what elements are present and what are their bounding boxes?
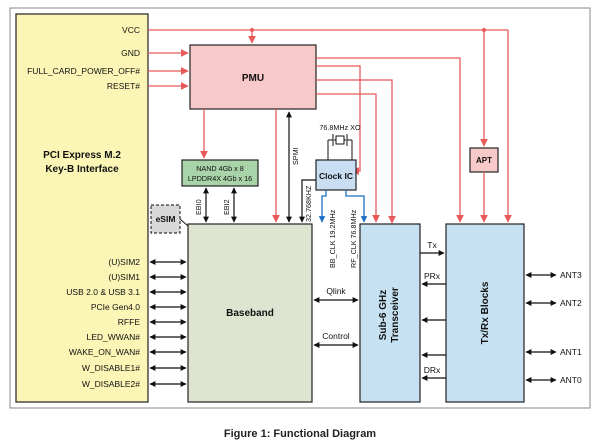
gnd-label: GND bbox=[121, 48, 140, 58]
drx-label: DRx bbox=[424, 365, 441, 375]
transceiver-title-line2: Transceiver bbox=[390, 287, 401, 343]
vcc-junction-pmu bbox=[250, 28, 254, 32]
nand-lpddr-block bbox=[181, 159, 259, 187]
host-signal-label: USB 2.0 & USB 3.1 bbox=[66, 287, 140, 297]
functional-diagram: PCI Express M.2 Key-B Interface VCC GND … bbox=[9, 7, 591, 409]
baseband-block bbox=[187, 223, 313, 403]
ebi0-label: EBI0 bbox=[194, 199, 203, 215]
full-card-power-off-label: FULL_CARD_POWER_OFF# bbox=[27, 66, 140, 76]
pci-interface-title-line2: Key-B Interface bbox=[45, 164, 119, 175]
esim-to-baseband-line bbox=[179, 218, 189, 227]
crystal-icon bbox=[327, 134, 353, 160]
xo-label: 76.8MHz XO bbox=[319, 123, 361, 132]
qlink-label: Qlink bbox=[326, 286, 346, 296]
figure-caption: Figure 1: Functional Diagram bbox=[223, 428, 377, 440]
host-signal-label: W_DISABLE1# bbox=[82, 363, 140, 373]
host-signal-label: LED_WWAN# bbox=[86, 332, 140, 342]
control-label: Control bbox=[322, 331, 350, 341]
lpddr-label: LPDDR4X 4Gb x 16 bbox=[188, 174, 252, 183]
apt-title: APT bbox=[476, 156, 492, 165]
txrx-title: Tx/Rx Blocks bbox=[480, 281, 491, 344]
baseband-title: Baseband bbox=[226, 308, 274, 319]
transceiver-title-line1: Sub-6 GHz bbox=[378, 290, 389, 341]
tx-label: Tx bbox=[427, 240, 437, 250]
host-signal-label: PCIe Gen4.0 bbox=[91, 302, 140, 312]
pmu-to-txrx-line bbox=[316, 93, 380, 223]
clock-ic-title: Clock IC bbox=[319, 171, 353, 181]
prx-label: PRx bbox=[424, 271, 441, 281]
txrx-block bbox=[445, 223, 525, 403]
antenna-label: ANT3 bbox=[560, 270, 582, 280]
vcc-label: VCC bbox=[122, 25, 140, 35]
diagram-frame bbox=[9, 7, 591, 409]
bb-clk-line bbox=[318, 190, 327, 223]
antenna-label: ANT2 bbox=[560, 298, 582, 308]
vcc-junction-apt bbox=[482, 28, 486, 32]
pmu-to-txrx-line-2 bbox=[316, 57, 464, 223]
rf-clk-line bbox=[345, 190, 368, 223]
esim-title: eSIM bbox=[156, 214, 176, 224]
reset-label: RESET# bbox=[107, 81, 140, 91]
host-signal-label: (U)SIM2 bbox=[108, 257, 140, 267]
rf-clk-label: RF_CLK 76.8MHz bbox=[349, 209, 358, 268]
esim-block bbox=[150, 204, 181, 234]
antenna-label: ANT0 bbox=[560, 375, 582, 385]
host-signal-label: (U)SIM1 bbox=[108, 272, 140, 282]
host-signal-label: WAKE_ON_WAN# bbox=[69, 347, 140, 357]
pmu-to-clock-line bbox=[316, 65, 361, 175]
transceiver-block bbox=[359, 223, 421, 403]
spmi-label: SPMI bbox=[291, 147, 300, 165]
nand-label: NAND 4Gb x 8 bbox=[196, 164, 244, 173]
clock-ic-block bbox=[315, 159, 357, 191]
khz-label: 32.768KHZ bbox=[304, 185, 313, 222]
bb-clk-label: BB_CLK 19.2MHz bbox=[328, 209, 337, 268]
pmu-to-transceiver-line bbox=[316, 79, 396, 224]
pci-interface-block bbox=[15, 13, 149, 403]
khz-line bbox=[299, 179, 316, 223]
antenna-label: ANT1 bbox=[560, 347, 582, 357]
host-signal-label: RFFE bbox=[118, 317, 141, 327]
host-signal-label: W_DISABLE2# bbox=[82, 379, 140, 389]
ebi2-label: EBI2 bbox=[222, 199, 231, 215]
pmu-block bbox=[189, 44, 317, 110]
pmu-title: PMU bbox=[242, 73, 264, 84]
pci-interface-title-line1: PCI Express M.2 bbox=[43, 150, 121, 161]
